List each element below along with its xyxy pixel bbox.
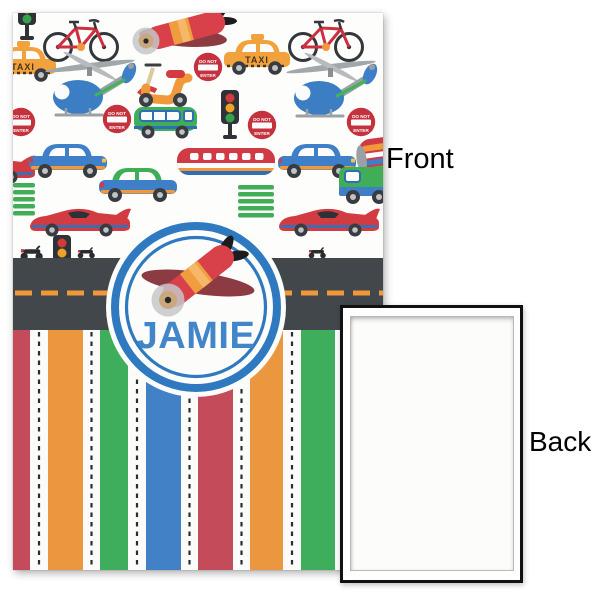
do-not-enter-sign-icon [193, 52, 223, 82]
personalized-name: JAMIE [137, 315, 256, 357]
back-view-label: Back [529, 426, 592, 457]
badge-inner-ring [124, 235, 268, 379]
front-design-preview[interactable]: TAXI [13, 13, 383, 570]
green-stripes-cutoff [238, 185, 274, 218]
badge-airplane-icon [141, 235, 255, 317]
do-not-enter-sign-icon [346, 107, 376, 137]
stripe-green [100, 330, 335, 570]
train-icon [177, 148, 275, 175]
back-blank-page [350, 316, 514, 571]
front-view-label: Front [386, 143, 454, 175]
badge-outer-ring [111, 222, 281, 392]
airplane-icon [132, 13, 237, 55]
back-design-preview[interactable] [340, 305, 523, 583]
name-badge: JAMIE [106, 217, 286, 397]
do-not-enter-sign-icon [247, 110, 277, 140]
stripes-pattern [13, 330, 383, 570]
front-design-art: TAXI [13, 13, 383, 570]
do-not-enter-sign-icon [102, 104, 132, 134]
green-stripes-cutoff [13, 183, 35, 216]
truck-icon [339, 167, 383, 204]
